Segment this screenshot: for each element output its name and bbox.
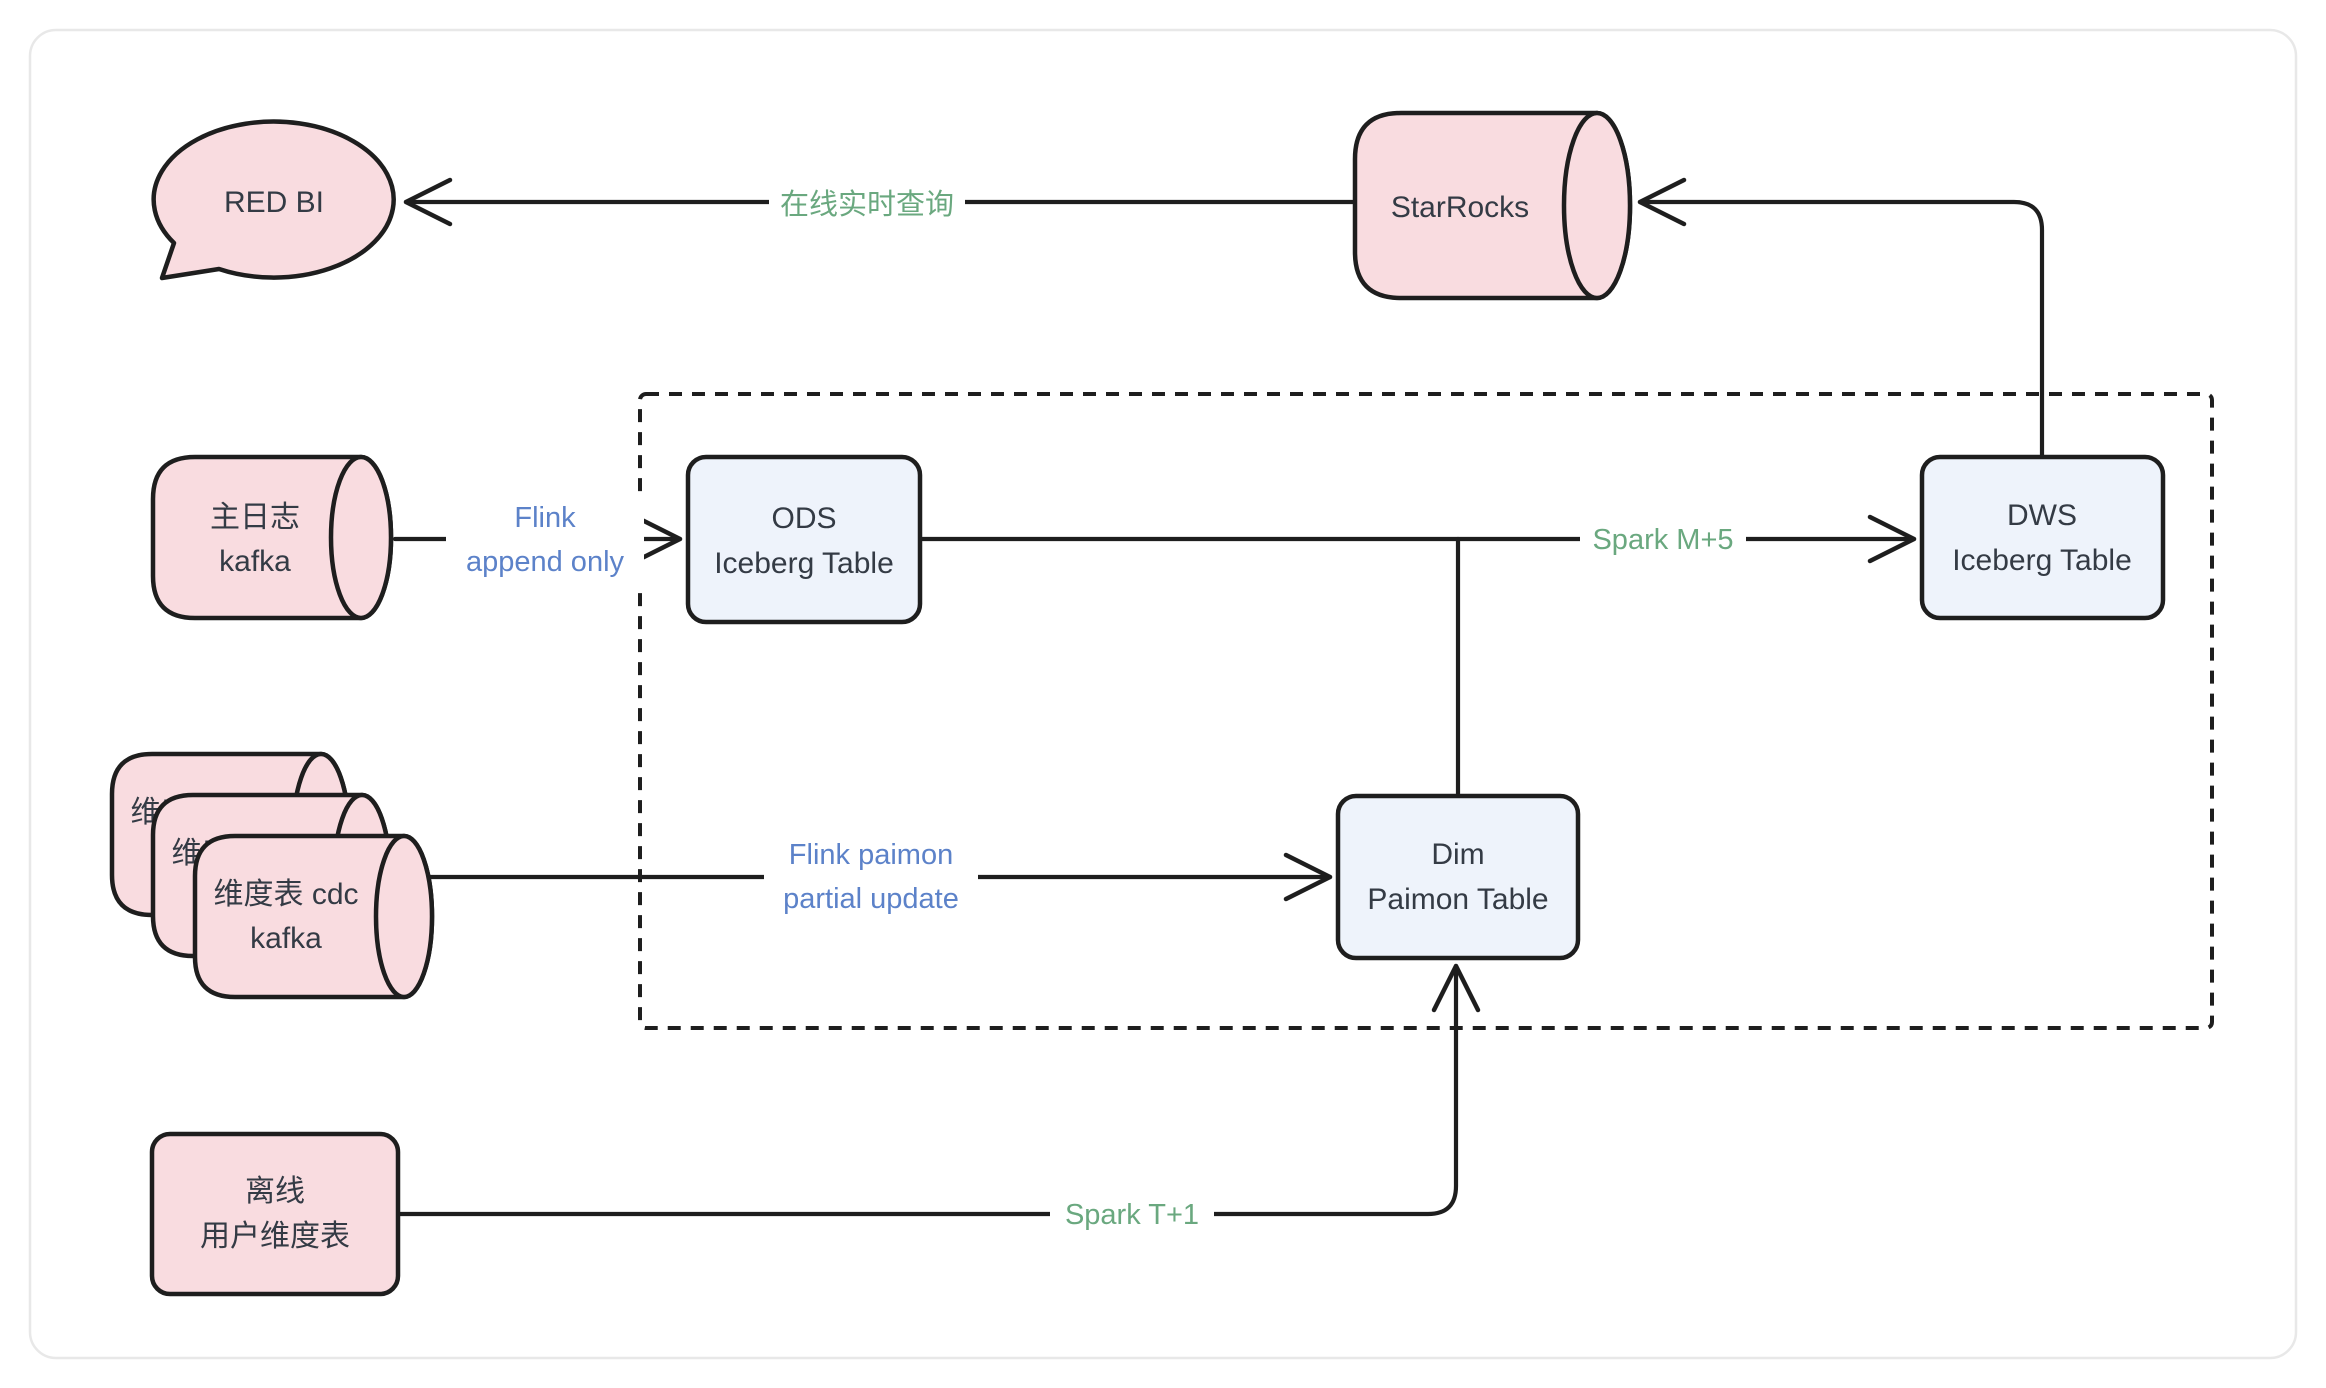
node-box xyxy=(685,454,923,625)
edge-label: Spark M+5 xyxy=(1592,524,1733,556)
label-spark-t1: Spark T+1 xyxy=(1050,1190,1214,1236)
node-label-line2: Iceberg Table xyxy=(714,547,894,580)
speech-bubble-shape xyxy=(151,119,396,281)
label-bg xyxy=(1580,516,1746,562)
edge-label: 在线实时查询 xyxy=(780,188,954,221)
node-label-line2: Iceberg Table xyxy=(1952,544,2132,577)
node-label-line1: 维度表 cdc xyxy=(213,878,358,911)
node-box xyxy=(1919,454,2166,621)
node-label-line2: kafka xyxy=(250,922,322,955)
label-bg xyxy=(446,492,644,586)
main-log-kafka-cylinder: 主日志 kafka xyxy=(150,454,394,621)
edge-dws-to-starrocks xyxy=(1637,177,2045,460)
node-label-line1: 主日志 xyxy=(210,501,300,534)
starrocks-cylinder: StarRocks xyxy=(1352,110,1633,301)
node-label-line1: ODS xyxy=(771,502,836,535)
label-flink-paimon-partial-update: Flink paimon partial update xyxy=(764,830,978,926)
dim-paimon-node: Dim Paimon Table xyxy=(1335,793,1581,961)
edge-label-line2: append only xyxy=(466,546,625,578)
red-bi-bubble: RED BI xyxy=(151,119,396,281)
stack-cylinder-front: 维度表 cdc kafka xyxy=(192,833,435,1000)
node-label-line1: 离线 xyxy=(245,1175,305,1208)
label-bg xyxy=(769,180,965,226)
label-bg xyxy=(1050,1190,1214,1236)
edge-label: Spark T+1 xyxy=(1065,1199,1199,1231)
edge-offline-to-dim xyxy=(395,963,1481,1217)
node-label: StarRocks xyxy=(1391,191,1529,224)
label-online-realtime-query: 在线实时查询 xyxy=(769,180,965,226)
cylinder-cap xyxy=(373,833,435,1000)
node-label-line2: kafka xyxy=(219,545,291,578)
cylinder-cap xyxy=(328,454,394,621)
node-label-line1: DWS xyxy=(2007,499,2077,532)
dws-iceberg-node: DWS Iceberg Table xyxy=(1919,454,2166,621)
edge-label-line1: Flink paimon xyxy=(789,839,953,871)
node-box xyxy=(1335,793,1581,961)
offline-user-dim-node: 离线 用户维度表 xyxy=(149,1131,401,1297)
node-label: RED BI xyxy=(224,186,324,219)
cylinder-cap xyxy=(1561,110,1633,301)
label-flink-append-only: Flink append only xyxy=(446,492,644,586)
node-label-line2: 用户维度表 xyxy=(200,1220,350,1253)
label-bg xyxy=(764,830,978,926)
ods-iceberg-node: ODS Iceberg Table xyxy=(685,454,923,625)
edge-label-line2: partial update xyxy=(783,883,959,915)
dim-cdc-kafka-stack: 维度表 cdc kafka 维度表 cdc kafka 维度表 cdc kafk… xyxy=(109,751,435,1000)
pipeline-dashed-container xyxy=(638,392,2214,1030)
node-label-line2: Paimon Table xyxy=(1367,883,1548,916)
node-label-line1: Dim xyxy=(1431,838,1484,871)
edge-label-line1: Flink xyxy=(514,502,576,534)
label-spark-m5: Spark M+5 xyxy=(1580,516,1746,562)
node-box xyxy=(149,1131,401,1297)
